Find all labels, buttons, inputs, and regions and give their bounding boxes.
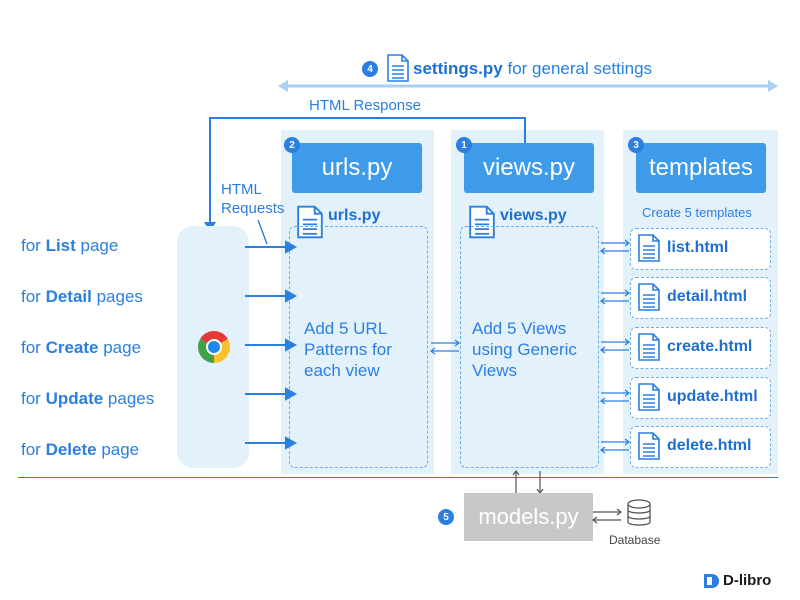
template-filename: list.html [667,239,729,256]
chrome-icon [197,330,231,363]
views-badge: 1 [456,137,472,153]
page-label-bold: List [45,236,76,255]
settings-description: for general settings [502,59,653,78]
views-filename: views.py [500,207,567,224]
urls-description: Add 5 URL Patterns for each view [304,318,392,381]
logo: D-libro [703,572,771,589]
file-icon [638,383,660,411]
views-models-arrows [512,470,544,494]
file-icon [638,432,660,460]
html-requests-label: HTML Requests [221,180,284,218]
page-label-bold: Delete [45,440,97,459]
urls-description-line-3: each view [304,361,380,380]
divider-line [18,477,778,478]
file-icon [297,205,323,239]
template-filename: delete.html [667,437,752,454]
template-filename: create.html [667,338,753,355]
views-description: Add 5 Views using Generic Views [472,318,577,381]
page-label-create: for Create page [21,338,141,358]
page-label-delete: for Delete page [21,440,139,460]
page-label-prefix: for [21,389,46,408]
settings-badge: 4 [362,61,378,77]
page-label-update: for Update pages [21,389,154,409]
page-label-prefix: for [21,287,46,306]
urls-description-line-2: Patterns for [304,340,392,359]
database-icon [627,499,651,526]
views-header: views.py [464,143,594,193]
page-label-suffix: page [98,338,142,357]
page-label-suffix: pages [103,389,155,408]
settings-filename: settings.py [413,59,503,78]
html-response-label: HTML Response [309,97,421,114]
request-arrows [245,240,297,450]
file-icon [638,234,660,262]
requests-pointer-line [257,219,268,245]
template-file-detail: detail.html [630,277,771,319]
template-file-create: create.html [630,327,771,369]
file-icon [638,333,660,361]
templates-subtitle: Create 5 templates [642,205,752,220]
views-template-arrows [600,239,630,454]
page-label-prefix: for [21,338,46,357]
page-label-suffix: page [75,236,119,255]
page-label-detail: for Detail pages [21,287,143,307]
file-icon [638,283,660,311]
file-icon [469,205,495,239]
views-description-line-1: Add 5 Views [472,319,567,338]
template-filename: detail.html [667,288,748,305]
views-content-box [460,226,599,468]
page-label-bold: Update [45,389,104,408]
file-icon [387,54,409,82]
page-label-list: for List page [21,236,118,256]
database-label: Database [609,533,661,547]
page-label-bold: Detail [45,287,92,306]
urls-description-line-1: Add 5 URL [304,319,388,338]
html-requests-line-2: Requests [221,200,285,217]
template-file-update: update.html [630,377,771,419]
double-arrow-icon [592,508,622,524]
views-description-line-2: using Generic [472,340,577,359]
html-requests-line-1: HTML [221,181,262,198]
templates-badge: 3 [628,137,644,153]
models-badge: 5 [438,509,454,525]
urls-badge: 2 [284,137,300,153]
templates-header: templates [636,143,766,193]
template-filename: update.html [667,388,758,405]
page-label-suffix: pages [91,287,143,306]
urls-filename: urls.py [328,207,381,224]
settings-label: settings.py for general settings [413,59,652,79]
template-file-list: list.html [630,228,771,270]
logo-mark [704,573,719,588]
page-label-suffix: page [96,440,140,459]
urls-header: urls.py [292,143,422,193]
models-box: models.py [464,493,593,541]
page-label-bold: Create [45,338,99,357]
template-file-delete: delete.html [630,426,771,468]
views-description-line-3: Views [472,361,518,380]
page-label-prefix: for [21,236,46,255]
logo-text: D-libro [723,572,772,589]
page-label-prefix: for [21,440,46,459]
double-arrow-icon [430,339,460,355]
settings-arrow [278,80,778,92]
